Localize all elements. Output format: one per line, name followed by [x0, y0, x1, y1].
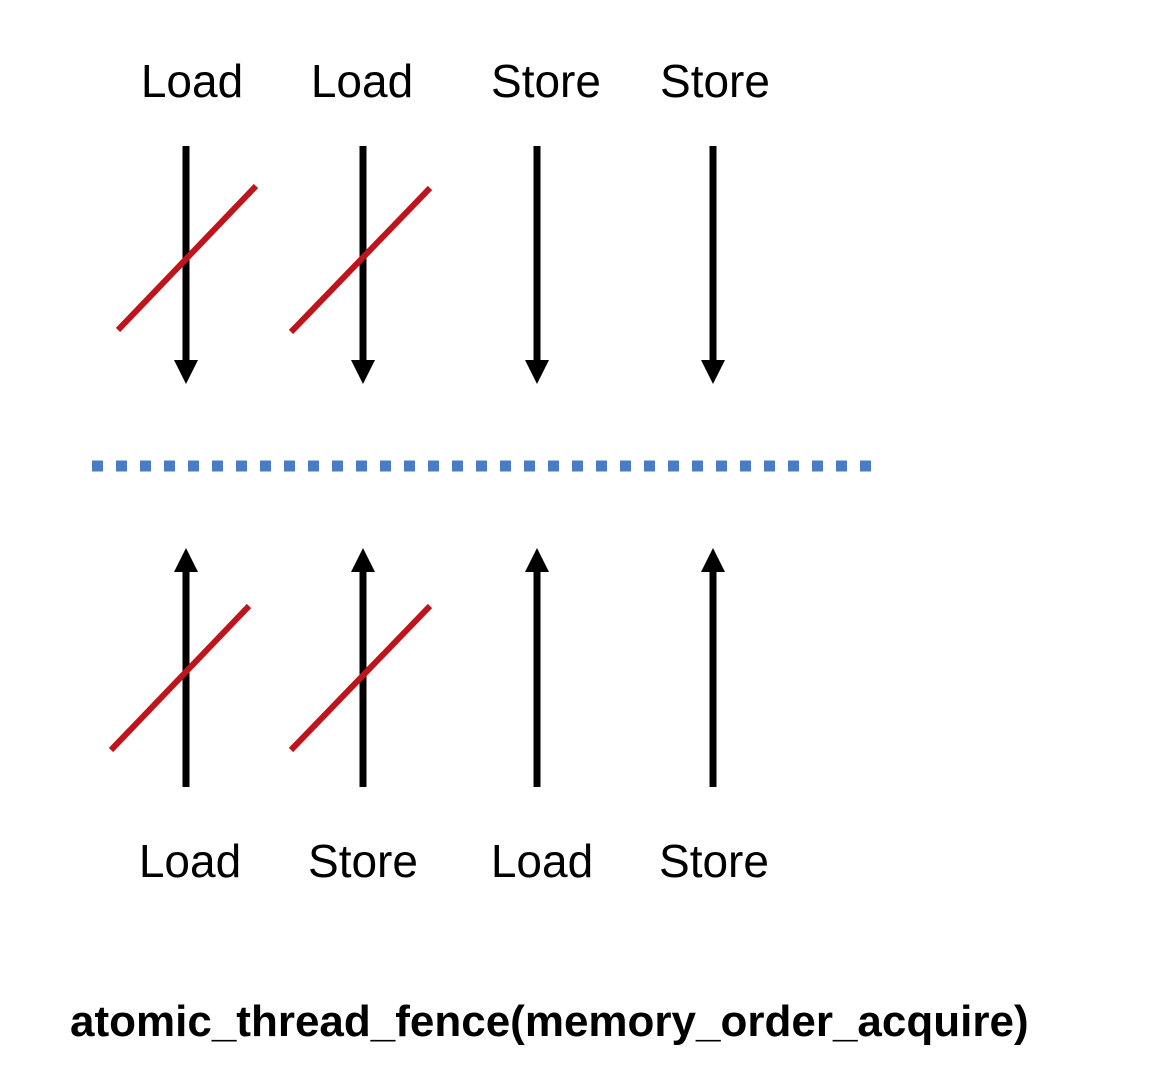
bottom-arrow-head-3: [525, 548, 549, 572]
top-label-4: Store: [660, 55, 770, 107]
top-arrow-head-2: [351, 360, 375, 384]
bottom-arrow-head-2: [351, 548, 375, 572]
top-arrows: [115, 146, 725, 384]
bottom-label-4: Store: [659, 835, 769, 887]
top-arrow-head-4: [701, 360, 725, 384]
top-cross-out-2: [288, 185, 433, 335]
top-label-3: Store: [491, 55, 601, 107]
top-cross-out-1: [115, 183, 259, 333]
bottom-label-2: Store: [308, 835, 418, 887]
bottom-label-1: Load: [138, 835, 242, 887]
fence-caption: atomic_thread_fence(memory_order_acquire…: [70, 997, 1029, 1046]
top-arrow-head-3: [525, 360, 549, 384]
top-label-1: Load: [140, 55, 244, 107]
top-arrow-head-1: [174, 360, 198, 384]
bottom-label-3: Load: [490, 835, 594, 887]
bottom-arrows: [108, 548, 725, 787]
top-label-2: Load: [310, 55, 414, 107]
bottom-arrow-head-4: [701, 548, 725, 572]
bottom-cross-out-2: [288, 603, 433, 753]
bottom-cross-out-1: [108, 603, 252, 753]
bottom-arrow-head-1: [174, 548, 198, 572]
